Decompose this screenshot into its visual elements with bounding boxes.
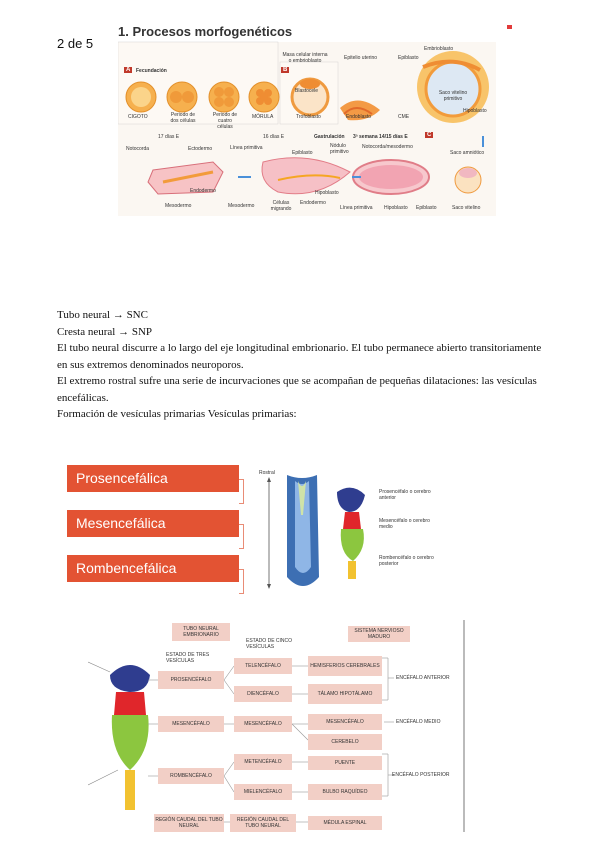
mesencefalo-label: Mesencéfalo o cerebro medio	[379, 518, 430, 530]
cerebelo-node: CEREBELO	[308, 734, 382, 750]
morphogenesis-figure: 1. Procesos morfogenéticos A Fecundación	[118, 22, 496, 216]
red-marker	[507, 25, 512, 29]
prosencefalo-label: Prosencéfalo o cerebro anterior	[379, 489, 431, 501]
trofoblasto-label: Trofoblasto	[296, 114, 321, 120]
epiblasto-top-label: Epiblasto	[398, 55, 419, 61]
text-line: El extremo rostral sufre una serie de in…	[57, 375, 537, 404]
mesodermo-mid-label: Mesodermo	[228, 203, 255, 209]
dias17-label: 17 días E	[158, 134, 180, 140]
hemisferios-node: HEMISFERIOS CEREBRALES	[308, 656, 382, 676]
metencefalo-node: METENCÉFALO	[234, 754, 292, 770]
vesicle-box-mesencefalica: Mesencefálica	[67, 510, 239, 537]
saco-vitelino-label: Saco vitelino	[452, 205, 481, 211]
notocorda-label: Notocorda	[126, 146, 150, 152]
text-line: Formación de vesículas primarias Vesícul…	[57, 408, 297, 420]
encefalo-posterior-label: ENCÉFALO POSTERIOR	[392, 772, 450, 778]
cigoto-label: CIGOTO	[128, 114, 148, 120]
semana-label: 3ª semana 14/15 días E	[353, 134, 408, 140]
panel-b-badge: B	[281, 67, 290, 73]
celulas-migrando-label: Células migrando	[270, 200, 292, 212]
text-line: Tubo neural → SNC	[57, 309, 148, 321]
medula-node: MÉDULA ESPINAL	[308, 816, 382, 830]
rombencefalo-label: Rombencéfalo o cerebro posterior	[379, 555, 434, 567]
nodulo-label: Nódulo primitivo	[330, 143, 349, 155]
saco-primitivo-label: Saco vitelino primitivo	[438, 90, 468, 102]
hipoblasto-bot-label: Hipoblasto	[384, 205, 408, 211]
saco-amniotico-label: Saco amniótico	[450, 150, 485, 156]
dias16-label: 16 días E	[263, 134, 285, 140]
bulbo-node: BULBO RAQUÍDEO	[308, 784, 382, 800]
mesencefalo-right-node: MESENCÉFALO	[308, 714, 382, 730]
ectodermo-label: Ectodermo	[188, 146, 213, 152]
morula-label: MÓRULA	[252, 114, 274, 120]
mesodermo-left-label: Mesodermo	[165, 203, 192, 209]
vesicle-box-prosencefalica: Prosencefálica	[67, 465, 239, 492]
morphogenesis-illustration	[118, 41, 496, 216]
endodermo-mid-label: Endodermo	[300, 200, 326, 206]
figure-title: 1. Procesos morfogenéticos	[118, 24, 293, 39]
body-text: Tubo neural → SNC Cresta neural → SNP El…	[57, 307, 547, 423]
blastocele-label: Blastocele	[295, 88, 319, 94]
neural-tube-figure: Rostral Prosencéfalo o cerebro anterior …	[257, 467, 437, 595]
panel-a-badge: A	[124, 67, 133, 73]
vesicle-bracket	[239, 479, 244, 504]
region-caudal-left-node: REGIÓN CAUDAL DEL TUBO NEURAL	[154, 814, 224, 832]
diencefalo-node: DIENCÉFALO	[234, 686, 292, 702]
region-caudal-mid-node: REGIÓN CAUDAL DEL TUBO NEURAL	[230, 814, 296, 832]
cuatro-celulas-label: Periodo de cuatro células	[212, 112, 238, 130]
telencefalo-node: TELENCÉFALO	[234, 658, 292, 674]
text-line: Cresta neural → SNP	[57, 325, 153, 338]
hipoblasto-top-label: Hipoblasto	[463, 108, 487, 114]
tubo-neural-node: TUBO NEURAL EMBRIONARIO	[172, 623, 230, 641]
epitelio-label: Epitelio uterino	[344, 55, 378, 61]
encefalo-anterior-label: ENCÉFALO ANTERIOR	[396, 675, 450, 681]
rombencefalo-node: ROMBENCÉFALO	[158, 768, 224, 784]
endodermo-left-label: Endodermo	[190, 188, 216, 194]
linea-primitiva-label: Línea primitiva	[230, 145, 263, 151]
gastrulacion-label: Gastrulación	[314, 134, 345, 140]
dos-celulas-label: Periodo de dos células	[170, 112, 196, 124]
rostral-label: Rostral	[259, 470, 275, 476]
vesicle-bracket	[239, 569, 244, 594]
mielencefalo-node: MIELENCÉFALO	[234, 784, 292, 800]
masa-celular-label: Masa celular interna o embrioblasto	[282, 52, 328, 64]
vesicle-bracket	[239, 524, 244, 549]
vesicle-development-figure: TUBO NEURAL EMBRIONARIO ESTADO DE TRES V…	[88, 620, 468, 832]
vesicle-box-rombencefalica: Rombencefálica	[67, 555, 239, 582]
linea-primitiva2-label: Línea primitiva	[340, 205, 373, 211]
puente-node: PUENTE	[308, 756, 382, 770]
text-line: El tubo neural discurre a lo largo del e…	[57, 342, 542, 371]
page-number: 2 de 5	[57, 36, 94, 51]
estado-tres-label: ESTADO DE TRES VESÍCULAS	[166, 652, 210, 664]
cme-label: CME	[398, 114, 410, 120]
embrioblasto-label: Embrioblasto	[424, 46, 454, 52]
talamo-node: TÁLAMO HIPOTÁLAMO	[308, 684, 382, 704]
vesicle-diagram	[88, 620, 465, 832]
mesencefalo-mid-node: MESENCÉFALO	[234, 716, 292, 732]
prosencefalo-node: PROSENCÉFALO	[158, 671, 224, 689]
panel-c-badge: C	[425, 132, 434, 138]
notocorda-meso-label: Notocorda/mesodermo	[362, 144, 413, 150]
epiblasto-mid-label: Epiblasto	[292, 150, 313, 156]
mesencefalo-left-node: MESENCÉFALO	[158, 716, 224, 732]
encefalo-medio-label: ENCÉFALO MEDIO	[396, 719, 441, 725]
epiblasto-bot-label: Epiblasto	[416, 205, 437, 211]
hipoblasto-mid-label: Hipoblasto	[315, 190, 339, 196]
sistema-nervioso-node: SISTEMA NERVIOSO MADURO	[348, 626, 410, 642]
endoblasto-label: Endoblasto	[346, 114, 372, 120]
neural-tube-illustration	[267, 475, 365, 589]
fecundacion-label: Fecundación	[136, 68, 167, 74]
estado-cinco-label: ESTADO DE CINCO VESÍCULAS	[246, 638, 293, 650]
